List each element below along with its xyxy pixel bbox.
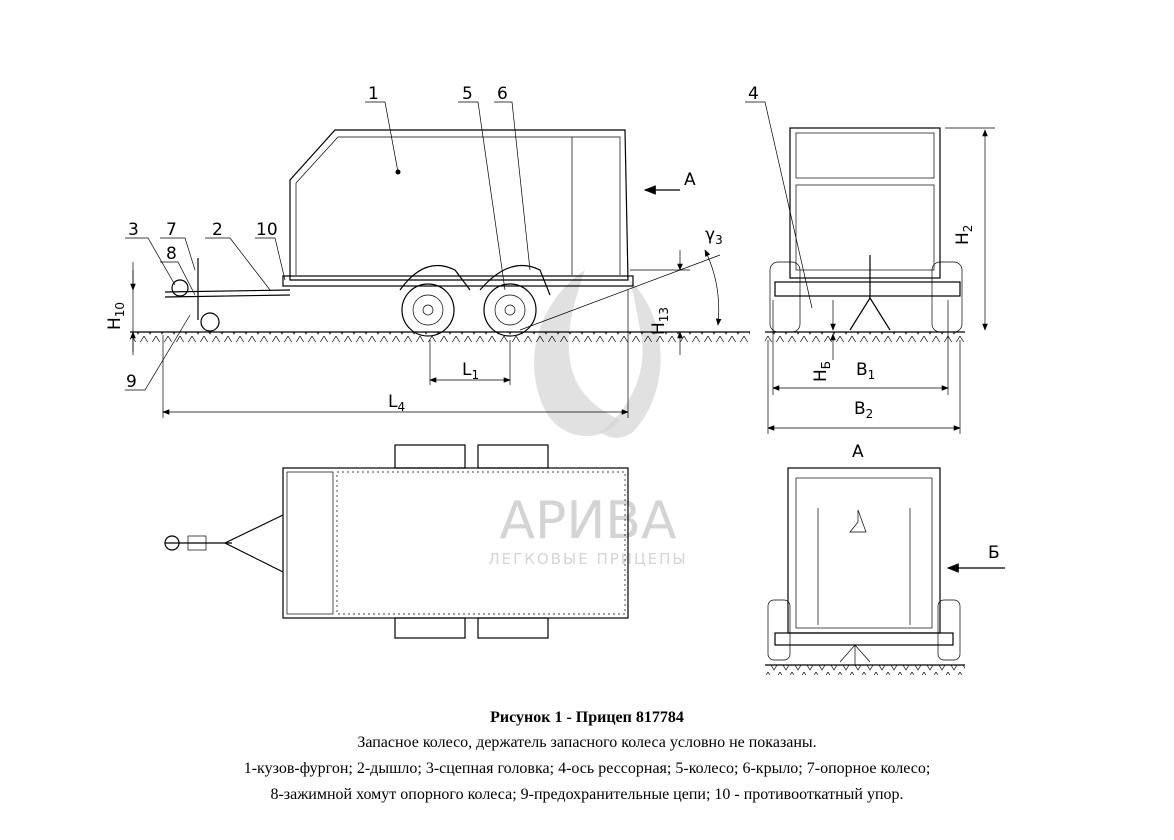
dim-l1: L1 <box>462 360 479 382</box>
dim-l4: L4 <box>388 392 405 414</box>
figure-legend-line-1: 1-кузов-фургон; 2-дышло; 3-сцепная голов… <box>243 760 931 777</box>
callout-10: 10 <box>256 220 278 240</box>
dim-b2: B2 <box>854 399 873 421</box>
callout-9: 9 <box>126 372 137 392</box>
callout-1: 1 <box>368 84 379 104</box>
dim-h10: H10 <box>105 302 127 330</box>
view-a-title: А <box>852 442 864 462</box>
figure-note: Запасное колесо, держатель запасного кол… <box>357 734 817 751</box>
figure-title: Рисунок 1 - Прицеп 817784 <box>490 709 684 726</box>
callout-4: 4 <box>748 84 759 104</box>
callout-7: 7 <box>166 220 177 240</box>
callout-3: 3 <box>128 220 139 240</box>
dim-b1: B1 <box>856 360 875 382</box>
callout-5: 5 <box>462 84 473 104</box>
callout-2: 2 <box>212 220 223 240</box>
front-view: А Б <box>765 442 1005 675</box>
watermark-brand: АРИВА <box>499 491 677 551</box>
top-view <box>164 444 629 639</box>
dim-h2: H2 <box>953 225 975 245</box>
dim-gamma3: γ3 <box>705 225 723 247</box>
dim-hb: HБ <box>811 361 833 382</box>
dim-h13: H13 <box>649 307 671 335</box>
view-b-marker: Б <box>988 543 1000 563</box>
side-view: А 1 5 6 2 10 3 7 8 9 H10 L1 L4 H13 <box>105 84 750 418</box>
view-a-marker: А <box>684 170 696 190</box>
watermark-logo: АРИВА ЛЕГКОВЫЕ ПРИЦЕПЫ <box>488 270 687 568</box>
figure-legend-line-2: 8-зажимной хомут опорного колеса; 9-пред… <box>270 786 904 803</box>
callout-6: 6 <box>497 84 508 104</box>
rear-view: 4 H2 HБ B1 B2 <box>745 84 995 434</box>
watermark-tagline: ЛЕГКОВЫЕ ПРИЦЕПЫ <box>488 550 687 568</box>
callout-8: 8 <box>166 244 177 264</box>
